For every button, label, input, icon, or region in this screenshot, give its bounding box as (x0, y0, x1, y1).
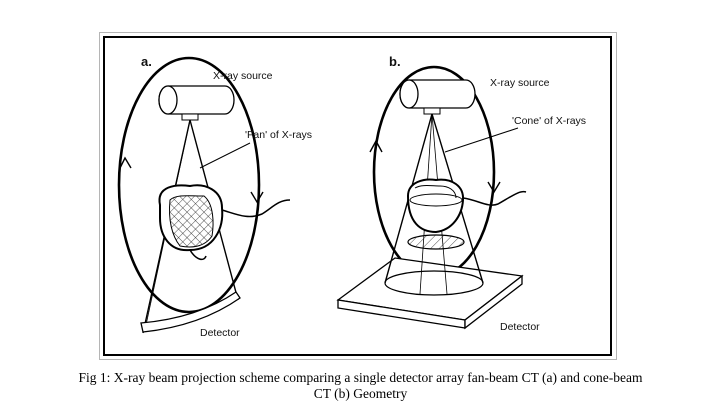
figure-frame-outer (99, 32, 617, 360)
panel-a-beam-pointer (199, 142, 251, 169)
panel-a-curved-detector (140, 291, 241, 333)
panel-b-source-label: X-ray source (490, 77, 550, 89)
figure-caption: Fig 1: X-ray beam projection scheme comp… (30, 370, 691, 402)
figure-caption-line-1: Fig 1: X-ray beam projection scheme comp… (78, 370, 643, 385)
panel-b-object-phantom (406, 178, 527, 250)
panel-a-rotation-arrows (119, 156, 264, 204)
panel-a-source-label: X-ray source (213, 70, 273, 82)
panel-b-detector-label: Detector (500, 321, 540, 333)
panel-a-gantry-ring (117, 56, 261, 314)
panel-a-object-phantom (158, 184, 291, 261)
panel-b-cone-beam: b. (336, 54, 586, 333)
panel-a-letter: a. (141, 54, 152, 69)
figure-caption-line-2: CT (b) Geometry (313, 386, 408, 401)
panel-b-xray-source-tube (399, 79, 476, 115)
panel-b-letter: b. (389, 54, 401, 69)
panel-a-beam-label: 'Fan' of X-rays (245, 129, 312, 141)
panel-a-fan-beam: a. (117, 54, 312, 339)
panel-b-rotation-arrows (369, 139, 501, 194)
panel-b-beam-label: 'Cone' of X-rays (512, 115, 586, 127)
panel-b-flat-detector (336, 257, 524, 330)
panel-a-detector-label: Detector (200, 327, 240, 339)
panel-a-xray-source-tube (158, 85, 235, 121)
panel-b-beam-pointer (444, 127, 519, 153)
